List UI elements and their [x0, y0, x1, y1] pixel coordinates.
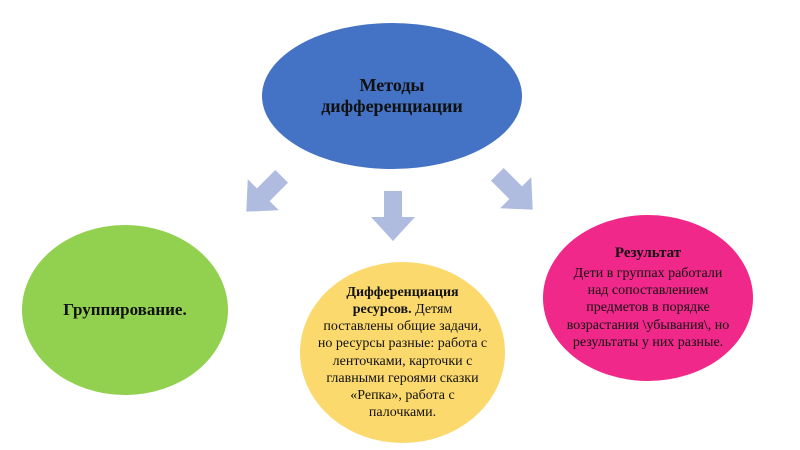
diagram-node-resources-body: Детям поставлены общие задачи, но ресурс… [317, 302, 488, 420]
diagram-node-result-title: Результат [614, 245, 682, 262]
diagram-node-resources-text: Дифференциация ресурсов. Детям поставлен… [317, 284, 489, 421]
diagram-node-grouping-label: Группирование. [63, 300, 187, 319]
arrow-down-shape [371, 191, 415, 241]
diagram-node-methods: Методы дифференциации [262, 23, 522, 169]
diagram-node-resources-title: Дифференциация ресурсов. [346, 285, 459, 318]
arrow-down-right-icon [490, 167, 533, 210]
arrow-down-icon [371, 191, 415, 241]
arrow-down-right-shape [490, 167, 533, 210]
arrow-down-left-shape [246, 169, 289, 212]
diagram-node-result-body: Дети в группах работали над сопоставлени… [566, 266, 730, 350]
diagram-node-grouping: Группирование. [22, 225, 228, 395]
arrow-down-left-icon [246, 169, 289, 212]
diagram-node-methods-label: Методы дифференциации [321, 74, 463, 116]
diagram-node-resources: Дифференциация ресурсов. Детям поставлен… [300, 262, 505, 443]
diagram-node-result: Результат Дети в группах работали над со… [543, 215, 753, 381]
